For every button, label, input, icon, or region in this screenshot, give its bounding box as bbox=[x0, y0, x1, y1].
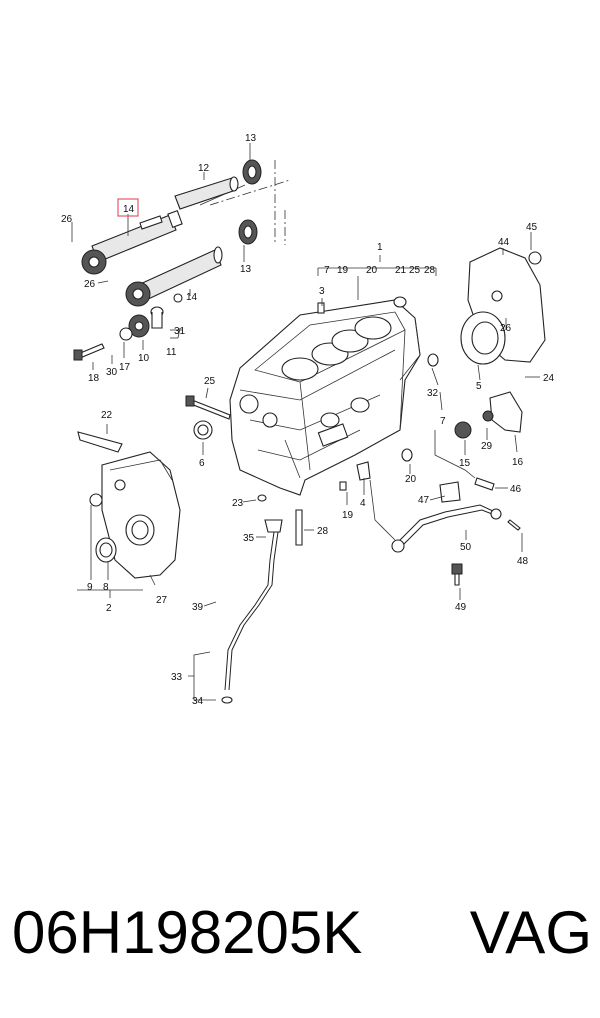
callout-label: 13 bbox=[240, 264, 252, 275]
callout-label: 14 bbox=[123, 204, 135, 215]
callout-label: 39 bbox=[192, 602, 204, 613]
brand-label: VAG bbox=[469, 899, 592, 966]
callout-label: 35 bbox=[243, 533, 255, 544]
callout-label: 21 bbox=[395, 265, 407, 276]
bolt-18 bbox=[73, 343, 105, 361]
callout-label: 44 bbox=[498, 237, 510, 248]
callout-label: 31 bbox=[174, 326, 186, 337]
callout-label: 23 bbox=[232, 498, 244, 509]
callout-label: 14 bbox=[186, 292, 198, 303]
gear-15 bbox=[454, 421, 472, 439]
bolt-25 bbox=[185, 395, 231, 420]
callout-label: 7 bbox=[324, 265, 330, 276]
callout-label: 26 bbox=[61, 214, 73, 225]
callout-label: 34 bbox=[192, 696, 204, 707]
seal-6 bbox=[193, 420, 213, 440]
gasket-22 bbox=[77, 431, 123, 453]
callout-label: 4 bbox=[360, 498, 366, 509]
callout-labels: 13 12 14 26 13 26 14 31 11 10 17 30 18 1… bbox=[61, 133, 555, 707]
highlight-box bbox=[117, 198, 139, 217]
callout-label: 27 bbox=[156, 595, 168, 606]
callout-label: 50 bbox=[460, 542, 472, 553]
bushing-11 bbox=[150, 293, 183, 329]
callout-label: 2 bbox=[106, 603, 112, 614]
exploded-parts-diagram: 13 12 14 26 13 26 14 31 11 10 17 30 18 1… bbox=[61, 133, 555, 707]
callout-label: 26 bbox=[500, 323, 512, 334]
bolt-48 bbox=[507, 519, 521, 531]
callout-label: 16 bbox=[512, 457, 524, 468]
callout-label: 33 bbox=[171, 672, 183, 683]
caption: 06H198205K VAG bbox=[12, 898, 592, 978]
leader-lines bbox=[71, 143, 540, 701]
callout-label: 25 bbox=[204, 376, 216, 387]
callout-label: 19 bbox=[337, 265, 349, 276]
washer-17 bbox=[119, 327, 133, 341]
callout-label: 30 bbox=[106, 367, 118, 378]
cylinder-block-1 bbox=[229, 299, 421, 496]
small-parts-center bbox=[257, 296, 439, 502]
callout-label: 26 bbox=[84, 279, 96, 290]
callout-label: 47 bbox=[418, 495, 430, 506]
callout-label: 1 bbox=[377, 242, 383, 253]
callout-label: 22 bbox=[101, 410, 113, 421]
balance-shaft-lower bbox=[125, 219, 258, 307]
pipe-50 bbox=[391, 504, 502, 553]
callout-label: 46 bbox=[510, 484, 522, 495]
callout-label: 28 bbox=[317, 526, 329, 537]
callout-label: 18 bbox=[88, 373, 100, 384]
callout-label: 15 bbox=[459, 458, 471, 469]
callout-label: 24 bbox=[543, 373, 555, 384]
callout-label: 6 bbox=[199, 458, 205, 469]
seal-flange-5 bbox=[460, 311, 506, 365]
callout-label: 32 bbox=[427, 388, 439, 399]
sensor-47-46 bbox=[439, 477, 495, 503]
bolt-28 bbox=[295, 509, 303, 546]
callout-label: 5 bbox=[476, 381, 482, 392]
balance-shaft-14-highlighted bbox=[81, 210, 183, 275]
bolt-49 bbox=[451, 563, 463, 586]
callout-label: 9 bbox=[87, 582, 93, 593]
callout-label: 13 bbox=[245, 133, 257, 144]
callout-label: 19 bbox=[342, 510, 354, 521]
callout-label: 20 bbox=[366, 265, 378, 276]
callout-label: 48 bbox=[517, 556, 529, 567]
callout-label: 29 bbox=[481, 441, 493, 452]
callout-label: 25 bbox=[409, 265, 421, 276]
gear-10 bbox=[128, 314, 150, 338]
callout-label: 49 bbox=[455, 602, 467, 613]
callout-label: 7 bbox=[440, 416, 446, 427]
callout-label: 45 bbox=[526, 222, 538, 233]
callout-label: 20 bbox=[405, 474, 417, 485]
dipstick-tube-33 bbox=[221, 519, 283, 704]
callout-label: 17 bbox=[119, 362, 131, 373]
callout-label: 10 bbox=[138, 353, 150, 364]
callout-label: 11 bbox=[166, 347, 177, 358]
callout-label: 3 bbox=[319, 286, 325, 297]
callout-label: 28 bbox=[424, 265, 436, 276]
bracket-16 bbox=[482, 391, 523, 433]
timing-cover-2 bbox=[89, 451, 181, 579]
callout-label: 8 bbox=[103, 582, 109, 593]
callout-label: 12 bbox=[198, 163, 210, 174]
part-number: 06H198205K bbox=[12, 899, 363, 966]
balance-shaft-upper bbox=[174, 159, 262, 210]
